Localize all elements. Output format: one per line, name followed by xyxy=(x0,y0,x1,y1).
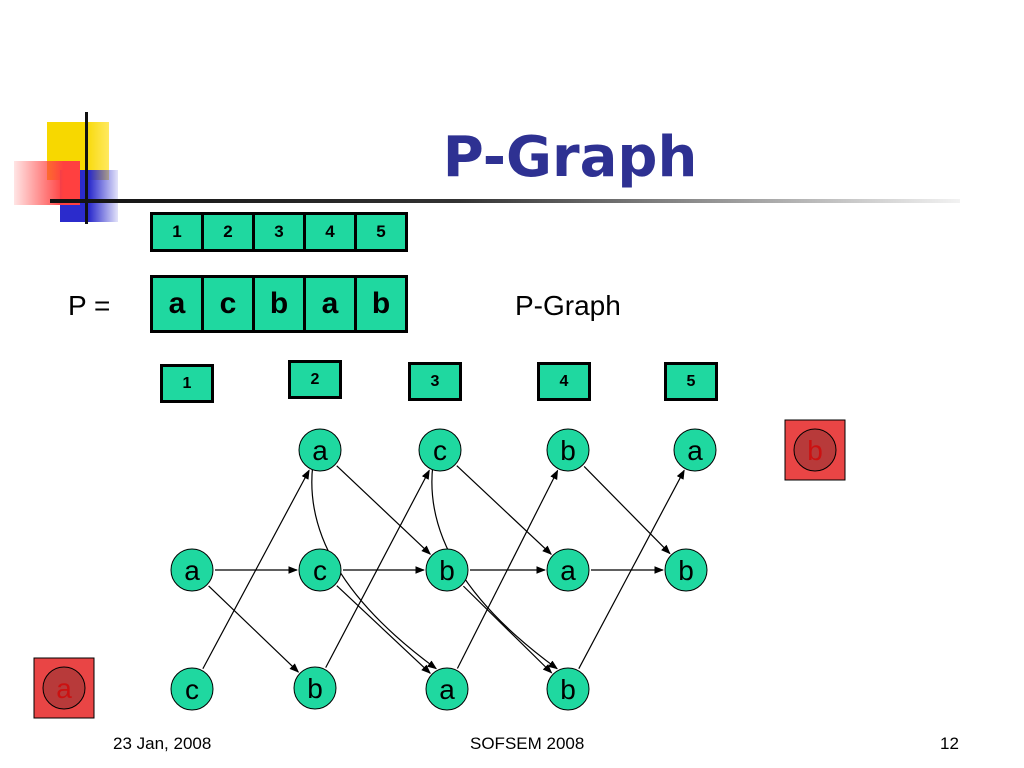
graph-node-label: a xyxy=(439,674,455,705)
graph-node-circle xyxy=(170,548,214,592)
p-equals-label: P = xyxy=(68,290,111,321)
edge-n1a-n2b xyxy=(208,585,300,673)
graph-node-label: c xyxy=(313,555,327,586)
graph-node-circle xyxy=(546,548,590,592)
graph-node-label: a xyxy=(687,435,703,466)
edge-n1c-n2a xyxy=(202,469,310,670)
index-cell: 4 xyxy=(306,215,354,249)
p-cell: a xyxy=(153,278,201,330)
index-cell: 3 xyxy=(255,215,303,249)
decor-red-square xyxy=(14,161,80,205)
decor-vertical-line xyxy=(85,112,88,224)
footer-page-number: 12 xyxy=(940,734,959,753)
index-row: 1 2 3 4 5 xyxy=(150,212,408,252)
graph-node-label: a xyxy=(312,435,328,466)
extra-node-xa: a xyxy=(42,666,86,710)
graph-node-label: a xyxy=(560,555,576,586)
index-cell: 1 xyxy=(153,215,201,249)
graph-node-label: c xyxy=(433,435,447,466)
graph-node-circle xyxy=(418,428,462,472)
p-cell: a xyxy=(306,278,354,330)
graph-node-circle xyxy=(298,428,342,472)
title-underline xyxy=(50,199,960,203)
graph-node-label: b xyxy=(560,435,576,466)
edge-n4b2-n5a xyxy=(578,469,685,669)
p-cell: b xyxy=(255,278,303,330)
edge-n3b-n4b2 xyxy=(462,585,553,674)
index-cell: 5 xyxy=(357,215,405,249)
graph-node-label: b xyxy=(307,673,323,704)
graph-node-n4a: a xyxy=(546,548,590,592)
column-label-2: 2 xyxy=(288,360,342,399)
graph-node-circle xyxy=(298,548,342,592)
footer-date: 23 Jan, 2008 xyxy=(113,734,212,753)
edge-n2a-n3b xyxy=(336,465,431,555)
column-label-5: 5 xyxy=(664,362,718,401)
graph-node-label: c xyxy=(185,674,199,705)
column-label-1: 1 xyxy=(160,364,214,403)
edge-n2b-n3c xyxy=(325,469,430,668)
column-label-3: 3 xyxy=(408,362,462,401)
graph-node-circle xyxy=(425,667,469,711)
graph-node-circle xyxy=(293,666,337,710)
graph-node-n3a: a xyxy=(425,667,469,711)
graph-node-circle xyxy=(546,667,590,711)
graph-node-circle xyxy=(664,548,708,592)
graph-node-n4b: b xyxy=(546,428,590,472)
graph-node-n2b: b xyxy=(293,666,337,710)
graph-node-circle xyxy=(170,667,214,711)
p-sequence-row: a c b a b xyxy=(150,275,408,333)
graph-node-n5b: b xyxy=(664,548,708,592)
graph-node-label: b xyxy=(439,555,455,586)
extra-node-circle xyxy=(793,428,837,472)
slide-title: P-Graph xyxy=(442,125,698,190)
graph-node-circle xyxy=(425,548,469,592)
p-cell: c xyxy=(204,278,252,330)
edge-n4b-n5b xyxy=(583,465,671,555)
edge-n3a-n4b xyxy=(456,469,559,669)
graph-node-n3b: b xyxy=(425,548,469,592)
edge-n3c-n4a xyxy=(456,465,552,555)
extra-node-label: b xyxy=(807,435,823,466)
graph-node-label: b xyxy=(678,555,694,586)
p-cell: b xyxy=(357,278,405,330)
p-graph-label: P-Graph xyxy=(515,290,621,321)
extra-node-xb: b xyxy=(793,428,837,472)
graph-node-label: b xyxy=(560,674,576,705)
graph-node-n1a: a xyxy=(170,548,214,592)
graph-node-label: a xyxy=(184,555,200,586)
graph-node-n5a: a xyxy=(673,428,717,472)
graph-node-circle xyxy=(673,428,717,472)
column-label-4: 4 xyxy=(537,362,591,401)
graph-node-n3c: c xyxy=(418,428,462,472)
footer-event: SOFSEM 2008 xyxy=(470,734,585,753)
graph-node-n4b2: b xyxy=(546,667,590,711)
extra-node-label: a xyxy=(56,673,72,704)
extra-node-circle xyxy=(42,666,86,710)
index-cell: 2 xyxy=(204,215,252,249)
edge-n2c-n3a xyxy=(336,585,431,674)
graph-node-n2c: c xyxy=(298,548,342,592)
graph-node-circle xyxy=(546,428,590,472)
graph-node-n2a: a xyxy=(298,428,342,472)
graph-node-n1c: c xyxy=(170,667,214,711)
